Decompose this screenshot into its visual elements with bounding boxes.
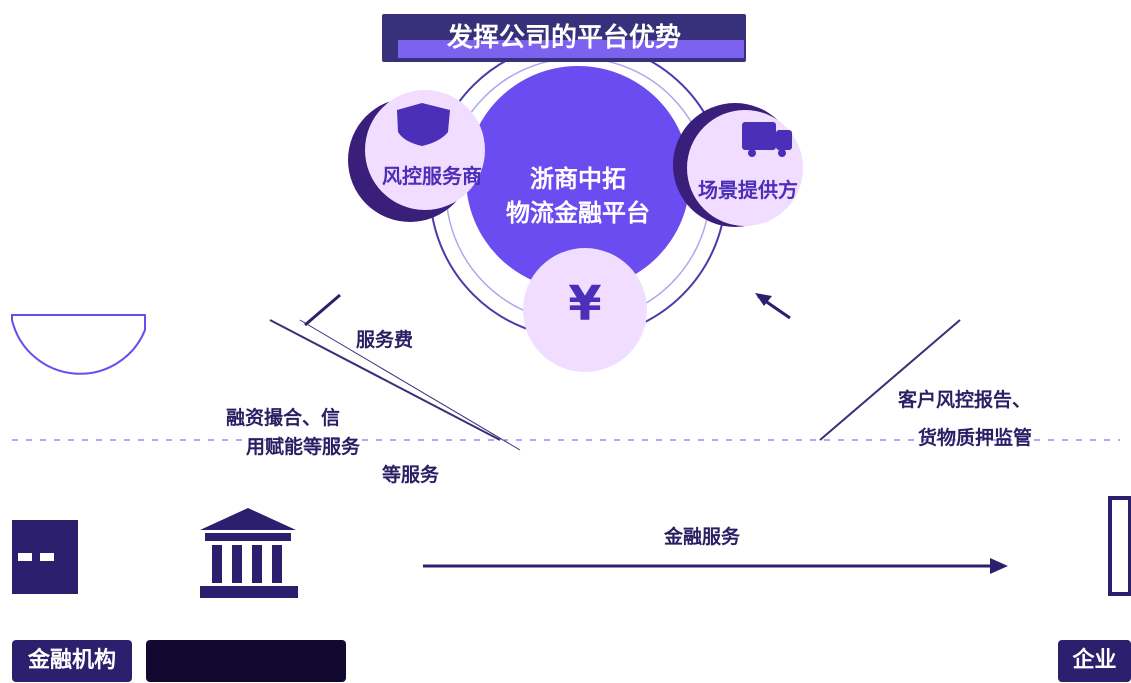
link-line-2 <box>299 319 521 451</box>
institution-tag-bg <box>146 640 346 682</box>
bank-icon <box>200 508 298 598</box>
financing-label-3: 等服务 <box>382 464 440 486</box>
yen-icon: ¥ <box>568 276 601 332</box>
risk-report-label: 客户风控报告、 <box>898 389 1032 411</box>
financial-institution-label: 金融机构 <box>27 648 116 673</box>
supervision-label: 货物质押监管 <box>918 427 1033 449</box>
finance-arrowhead <box>990 558 1008 574</box>
risk-circle <box>365 90 485 210</box>
financial-institution-tag: 金融机构 <box>12 640 132 682</box>
factory-icon <box>12 520 78 594</box>
service-fee-label: 服务费 <box>356 329 414 351</box>
title-accent <box>398 40 744 58</box>
link-line-1 <box>269 319 501 441</box>
arrow-left-up <box>304 293 341 327</box>
financing-label-2: 用赋能等服务 <box>246 436 361 458</box>
scene-provider-label: 场景提供方 <box>698 178 798 202</box>
enterprise-tag: 企业 <box>1058 640 1131 682</box>
arrowhead-right <box>755 293 772 306</box>
yen-circle <box>523 248 647 372</box>
finance-service-label: 金融服务 <box>664 526 741 548</box>
center-title-line2: 物流金融平台 <box>506 199 650 227</box>
building-icon <box>1108 496 1131 596</box>
truck-icon <box>742 122 792 157</box>
center-title-line1: 浙商中拓 <box>530 165 626 193</box>
financing-label: 融资撮合、信 <box>226 407 341 429</box>
center-circle <box>466 66 690 290</box>
enterprise-label: 企业 <box>1072 648 1117 673</box>
shield-icon <box>397 103 450 146</box>
risk-provider-label: 风控服务商 <box>382 164 482 188</box>
link-line-3 <box>819 319 961 441</box>
page-title: 发挥公司的平台优势 <box>446 23 681 53</box>
left-partial-circle <box>11 314 146 375</box>
